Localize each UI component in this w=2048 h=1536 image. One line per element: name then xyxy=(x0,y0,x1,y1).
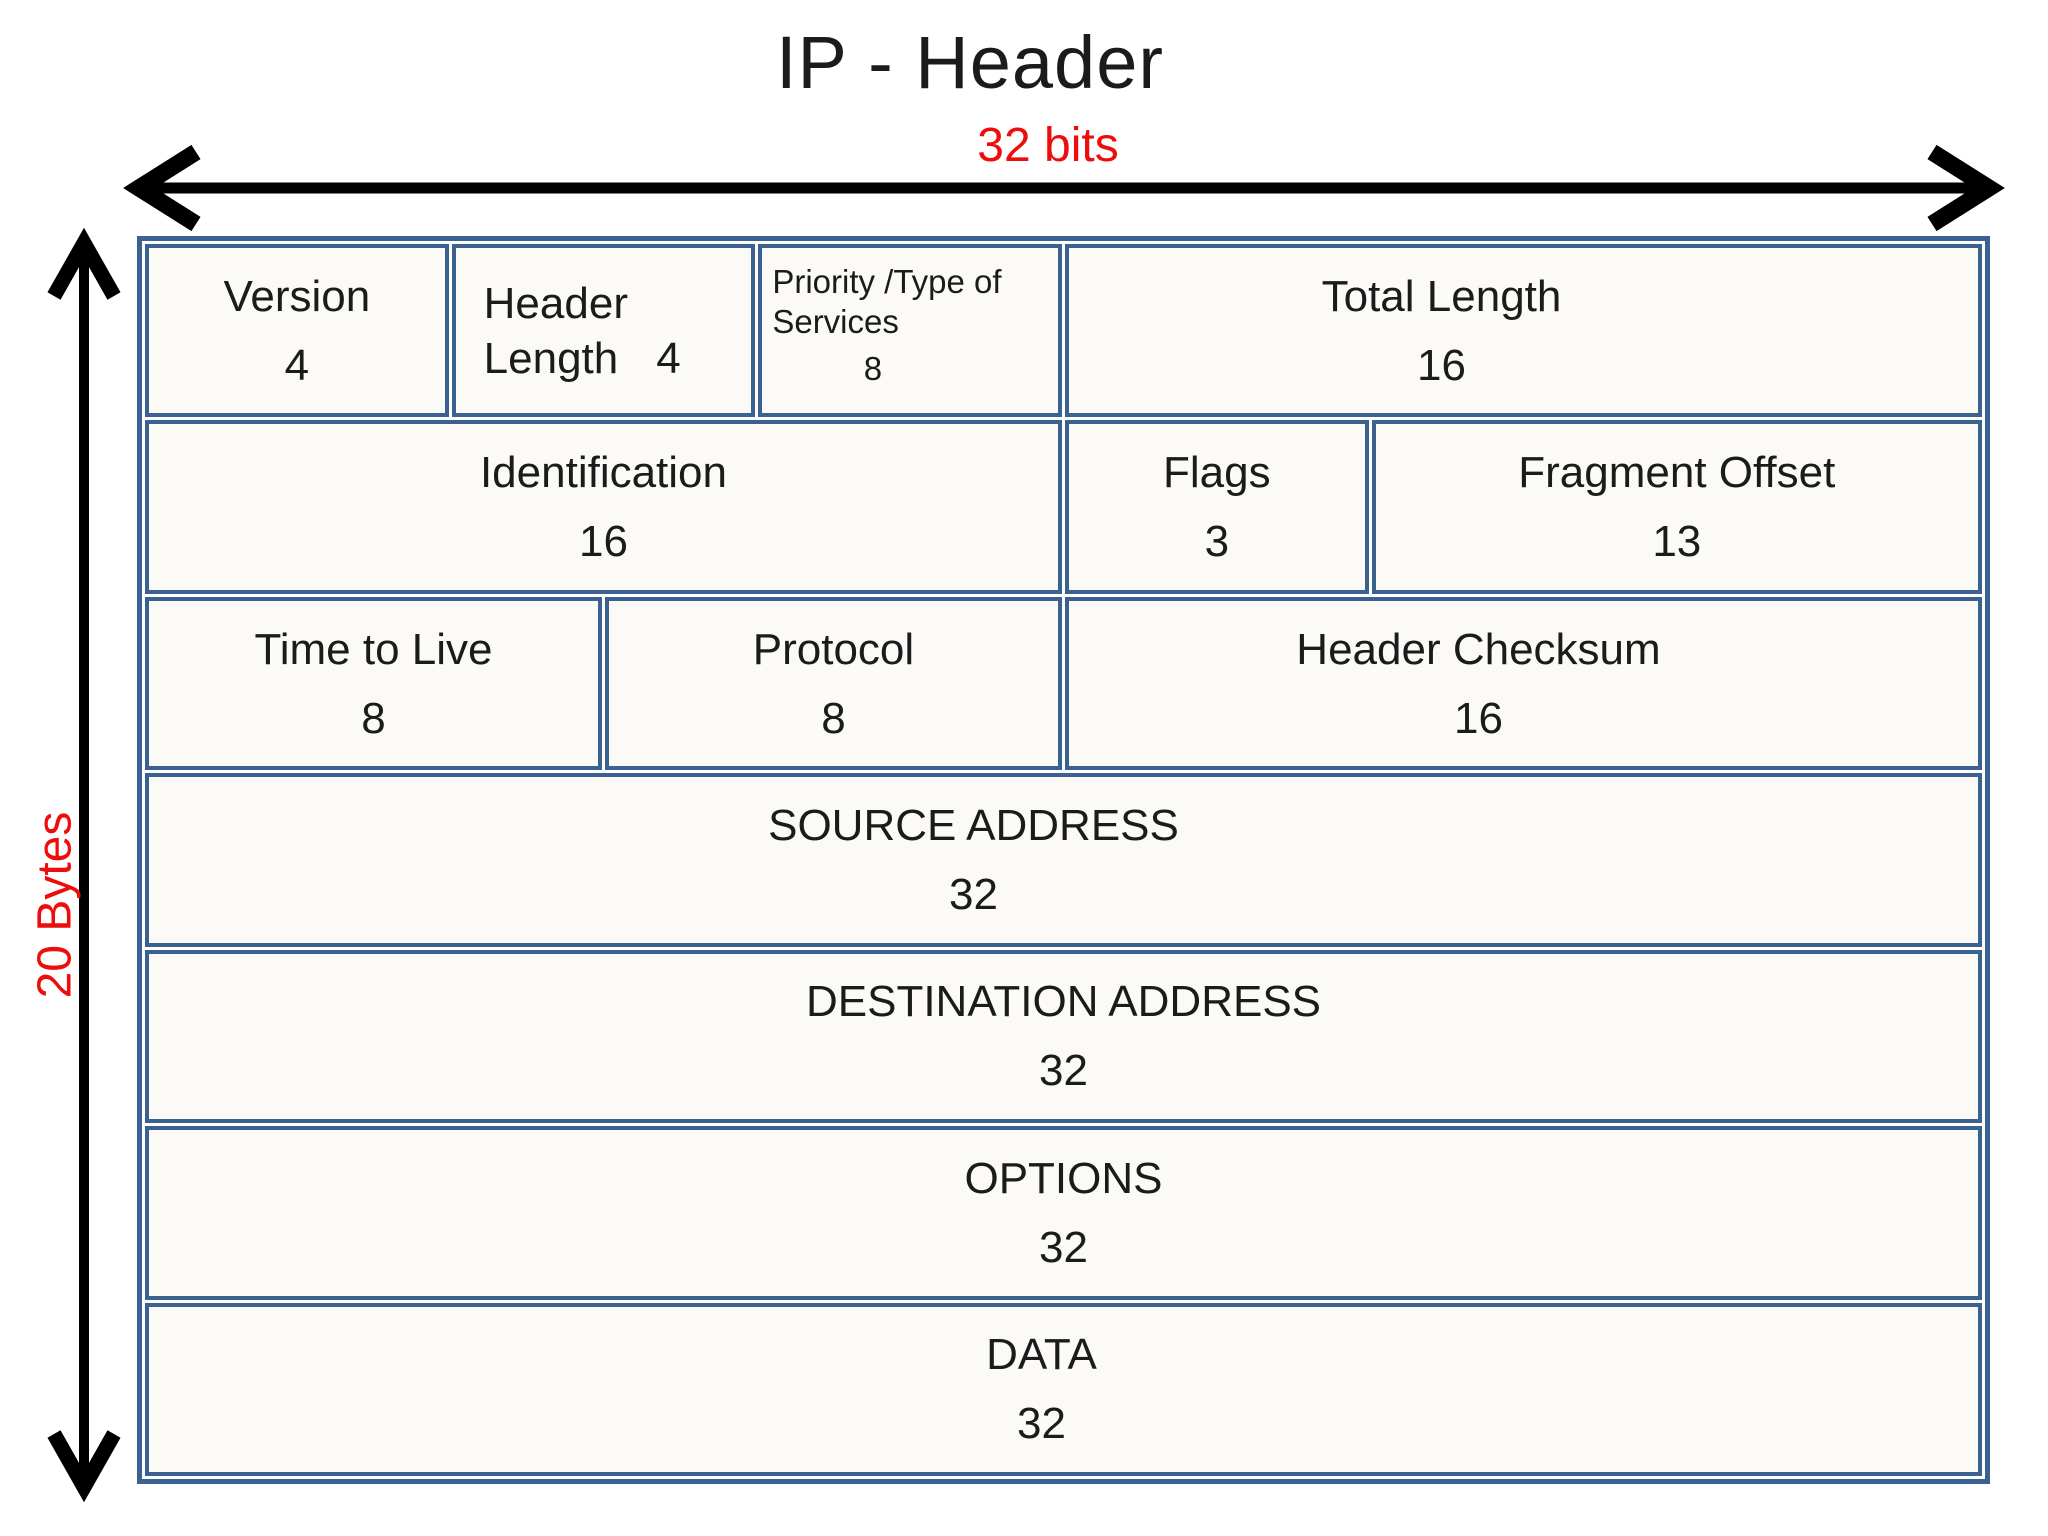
field-identification: Identification 16 xyxy=(145,420,1062,594)
field-header-length-label-line1: Header xyxy=(483,278,628,328)
field-options: OPTIONS 32 xyxy=(145,1126,1982,1300)
field-total-length-label: Total Length xyxy=(1321,271,1562,321)
field-total-length-bits: 16 xyxy=(1417,340,1466,390)
field-data-label: DATA xyxy=(986,1330,1097,1380)
field-identification-label: Identification xyxy=(479,448,728,498)
field-protocol: Protocol 8 xyxy=(604,596,1062,771)
field-type-of-service-label-line1: Priority /Type of xyxy=(772,263,1002,300)
field-header-length-bits: 4 xyxy=(656,333,681,383)
field-flags-bits: 3 xyxy=(1204,517,1230,567)
field-version: Version 4 xyxy=(145,244,449,418)
field-protocol-bits: 8 xyxy=(821,693,846,743)
field-flags: Flags 3 xyxy=(1064,420,1369,594)
field-header-checksum: Header Checksum 16 xyxy=(1064,596,1982,771)
field-flags-label: Flags xyxy=(1163,448,1271,498)
field-type-of-service-label-line2: Services xyxy=(772,302,899,340)
field-identification-bits: 16 xyxy=(579,517,628,567)
field-protocol-label: Protocol xyxy=(752,624,915,674)
field-fragment-offset-bits: 13 xyxy=(1652,517,1702,567)
field-destination-address-label: DESTINATION ADDRESS xyxy=(805,977,1322,1027)
field-version-bits: 4 xyxy=(284,340,310,390)
field-header-checksum-label: Header Checksum xyxy=(1296,624,1661,674)
height-arrow-label: 20 Bytes xyxy=(28,811,82,999)
field-options-label: OPTIONS xyxy=(964,1153,1163,1203)
field-fragment-offset-label: Fragment Offset xyxy=(1518,448,1836,498)
field-destination-address-bits: 32 xyxy=(1039,1046,1088,1096)
field-source-address: SOURCE ADDRESS 32 xyxy=(145,773,1982,947)
field-data-bits: 32 xyxy=(1017,1399,1066,1449)
field-total-length: Total Length 16 xyxy=(1064,244,1982,418)
field-data: DATA 32 xyxy=(145,1302,1982,1476)
field-destination-address: DESTINATION ADDRESS 32 xyxy=(145,949,1982,1124)
vertical-double-arrow-icon xyxy=(47,227,121,1503)
field-version-label: Version xyxy=(223,271,371,321)
field-type-of-service-bits: 8 xyxy=(863,350,883,388)
field-source-address-label: SOURCE ADDRESS xyxy=(768,800,1179,850)
field-fragment-offset: Fragment Offset 13 xyxy=(1371,420,1982,594)
width-arrow-label: 32 bits xyxy=(977,119,1119,172)
field-time-to-live: Time to Live 8 xyxy=(145,596,602,771)
page-title: IP - Header xyxy=(775,21,1165,104)
field-time-to-live-bits: 8 xyxy=(361,693,386,743)
field-options-bits: 32 xyxy=(1039,1222,1088,1272)
field-type-of-service: Priority /Type of Services 8 xyxy=(758,244,1062,418)
horizontal-double-arrow-icon xyxy=(123,144,2005,232)
field-source-address-bits: 32 xyxy=(949,869,998,919)
field-header-checksum-bits: 16 xyxy=(1454,693,1503,743)
field-time-to-live-label: Time to Live xyxy=(254,624,493,674)
